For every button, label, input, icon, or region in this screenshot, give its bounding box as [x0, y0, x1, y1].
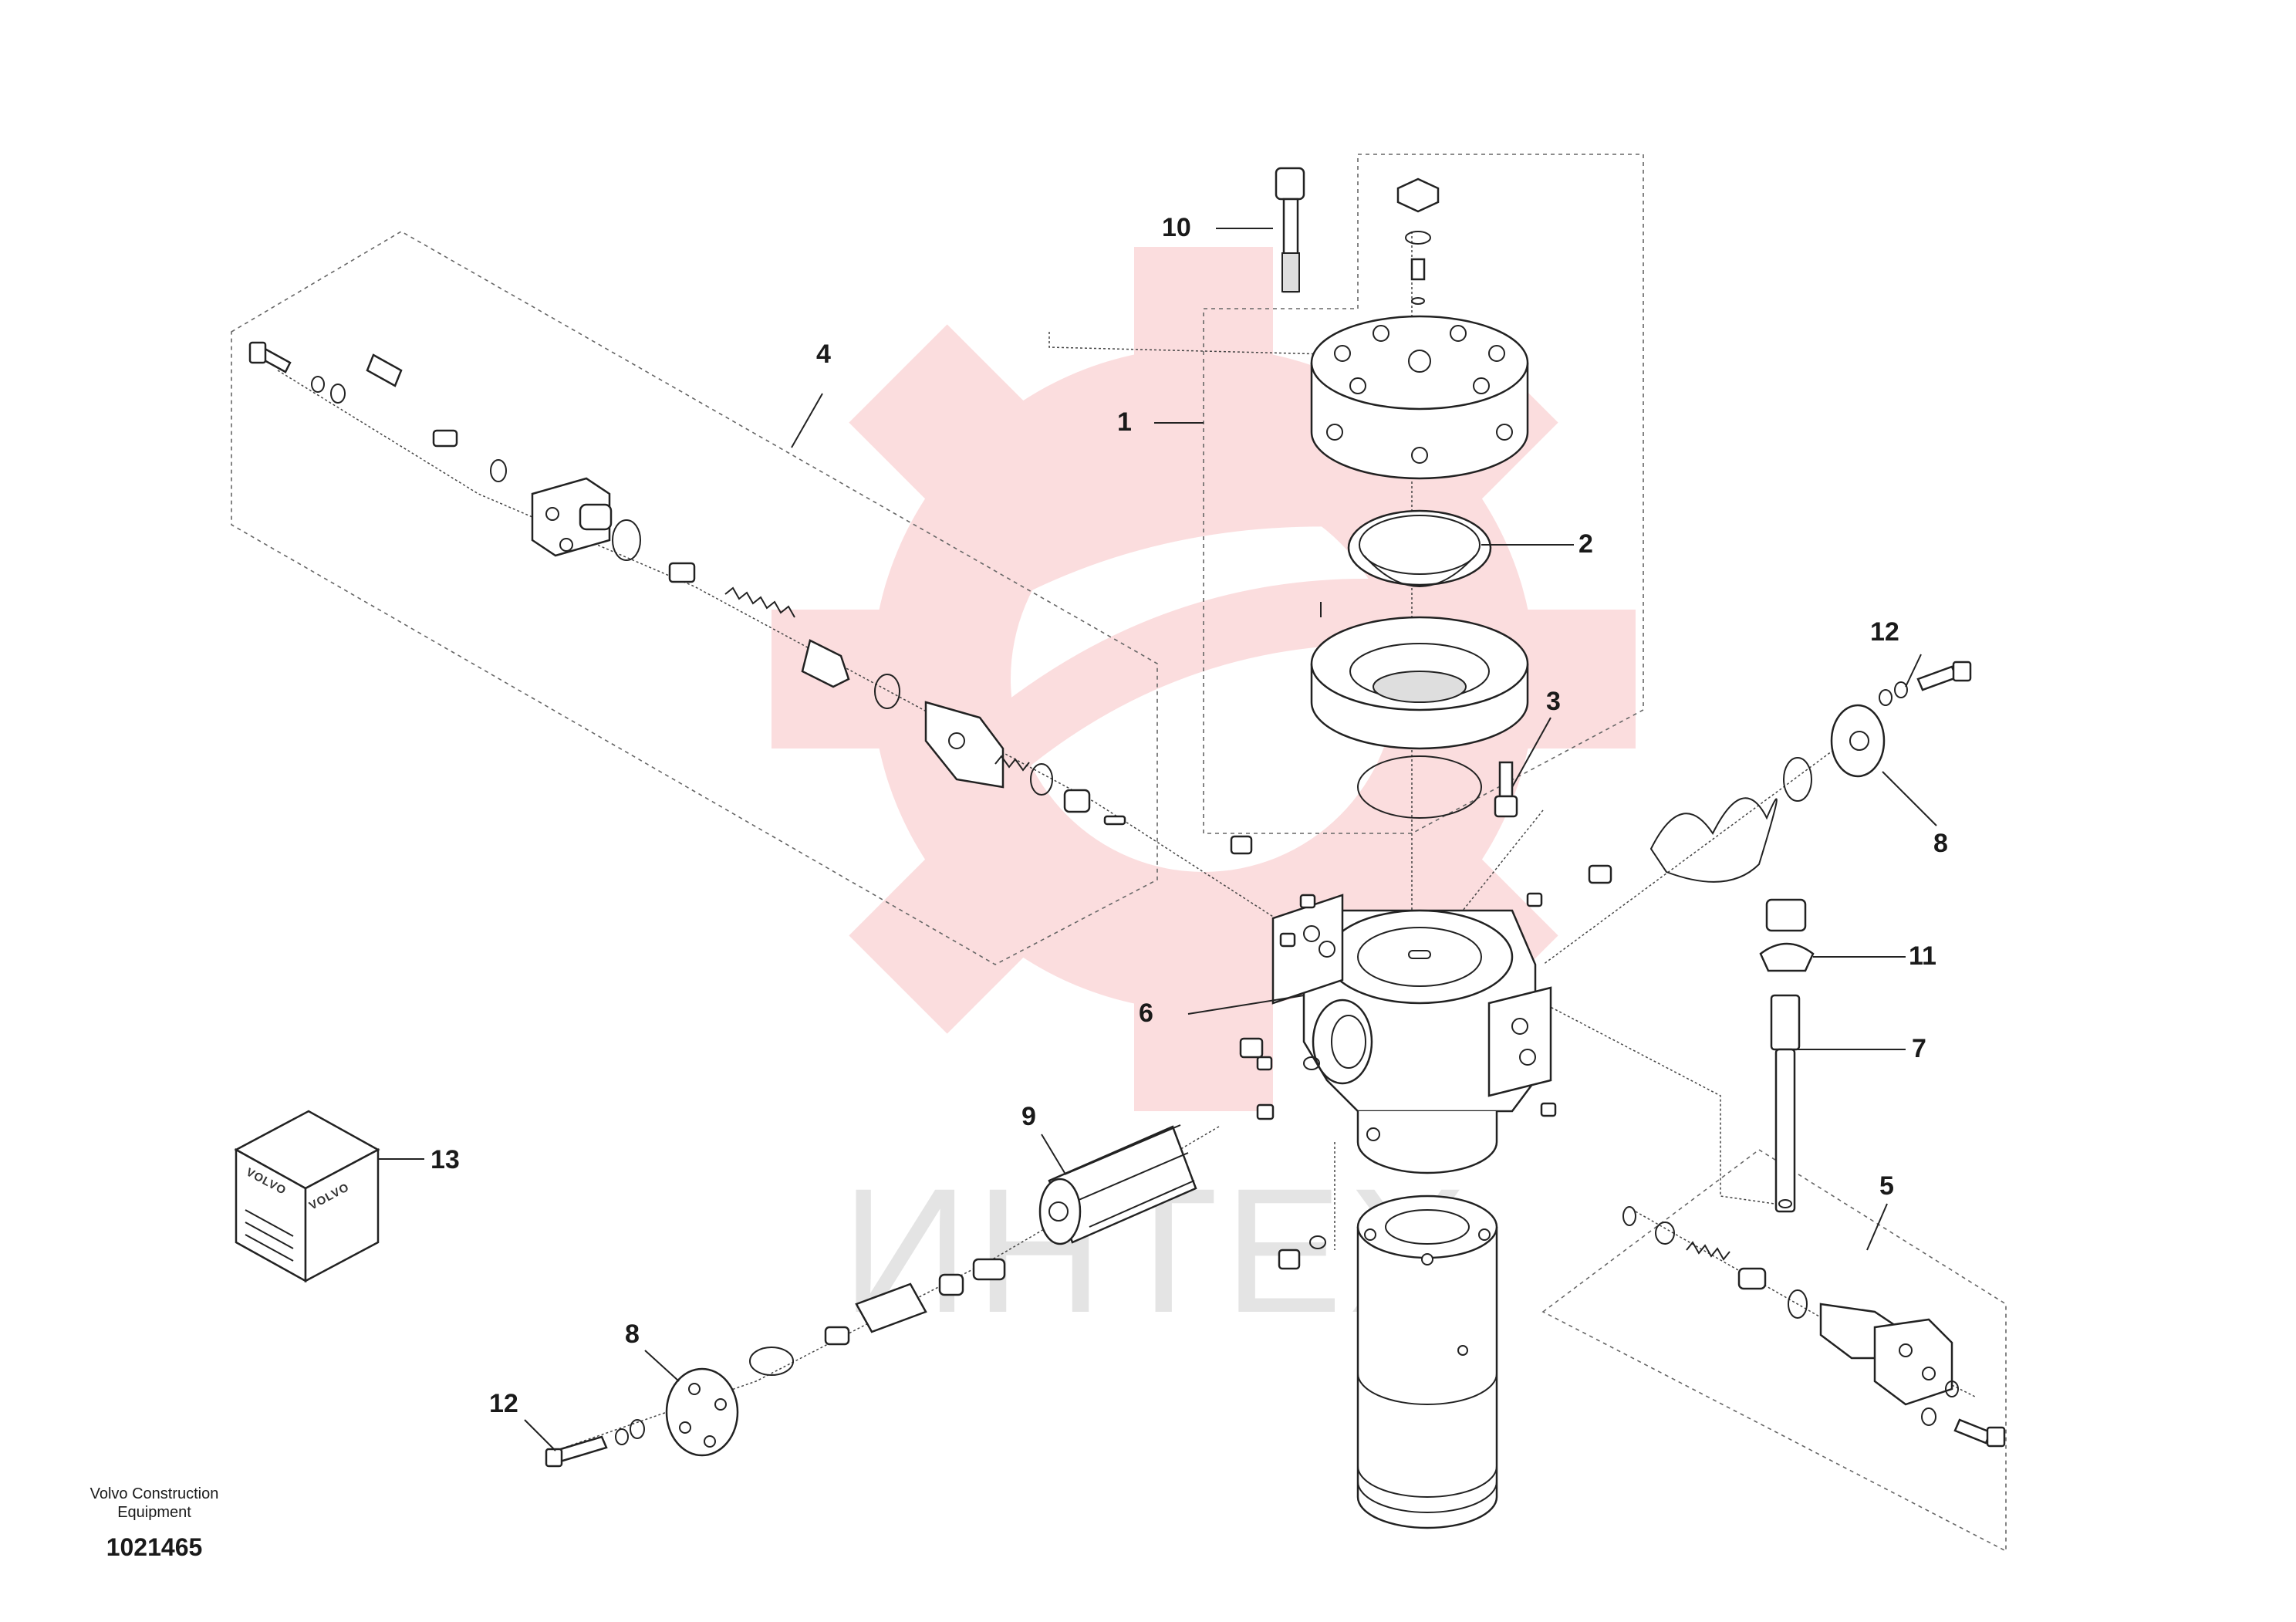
callout-5: 5	[1879, 1171, 1894, 1201]
drawing-number: 1021465	[106, 1533, 203, 1561]
part-5-valve-assembly[interactable]	[1622, 1206, 2006, 1448]
company-name-line2: Equipment	[117, 1504, 191, 1521]
part-1-top-cap[interactable]	[1310, 315, 1529, 480]
callout-13: 13	[430, 1145, 460, 1174]
part-9-spool-assembly[interactable]	[749, 1124, 1197, 1376]
footer-block: Volvo Construction Equipment 1021465	[90, 1485, 219, 1561]
callout-11: 11	[1909, 941, 1936, 971]
part-4-valve-assembly[interactable]	[248, 341, 1126, 826]
group-frames	[231, 154, 2007, 1553]
callout-4: 4	[816, 340, 831, 369]
part-3-screw[interactable]	[1494, 761, 1518, 818]
part-13-volvo-box[interactable]: VOLVO VOLVO	[234, 1110, 380, 1283]
callout-8-right: 8	[1933, 829, 1948, 858]
lower-cylinder[interactable]	[1356, 1195, 1498, 1529]
top-plug-stack[interactable]	[1396, 177, 1440, 305]
callout-7: 7	[1912, 1034, 1926, 1063]
part-8-flange-right[interactable]	[1649, 704, 1886, 883]
part-8-flange-lower[interactable]	[665, 1367, 739, 1457]
callout-12-right: 12	[1870, 617, 1899, 647]
part-2-seal[interactable]	[1347, 509, 1492, 587]
callout-9: 9	[1021, 1102, 1036, 1131]
callout-6: 6	[1139, 999, 1153, 1028]
callout-1: 1	[1117, 407, 1132, 437]
callout-8-lower: 8	[625, 1320, 640, 1349]
callout-2: 2	[1578, 529, 1593, 559]
part-10-cap-screw[interactable]	[1275, 167, 1305, 293]
part-11-bearing[interactable]	[1759, 898, 1815, 972]
callout-3: 3	[1546, 687, 1561, 716]
callout-10: 10	[1162, 213, 1191, 242]
ported-plate[interactable]	[1310, 602, 1529, 750]
housing-plugs[interactable]	[1230, 835, 1612, 1270]
callout-labels: 10 1 2 3 4 6 7 8 11 12 9 8 12 5 13	[430, 213, 1948, 1418]
part-6-housing[interactable]	[1271, 894, 1552, 1174]
callout-12-lower: 12	[489, 1389, 518, 1418]
o-ring-lower[interactable]	[1357, 755, 1482, 819]
part-12-bolt-right[interactable]	[1879, 661, 1972, 706]
part-7-shaft[interactable]	[1770, 994, 1801, 1213]
callout-leaders	[378, 228, 1937, 1451]
part-12-bolt-lower[interactable]	[545, 1419, 645, 1468]
company-name-line1: Volvo Construction	[90, 1485, 219, 1502]
